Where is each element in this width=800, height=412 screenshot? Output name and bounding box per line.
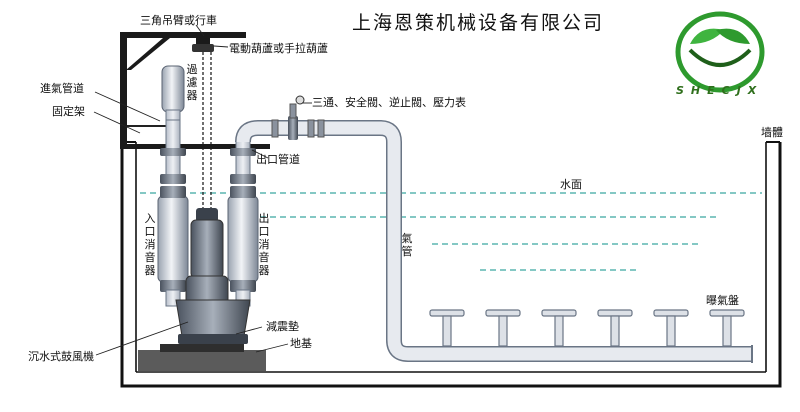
label-aeration-disc: 曝氣盤	[706, 294, 739, 307]
aeration-discs	[429, 309, 745, 347]
label-wall: 墙體	[761, 126, 783, 139]
label-filter: 過濾器	[186, 63, 198, 102]
label-foundation: 地基	[290, 337, 312, 350]
inlet-silencer	[157, 186, 189, 307]
chain	[202, 52, 212, 208]
foundation	[138, 344, 266, 371]
leader-lines	[93, 24, 312, 356]
company-name: 上海恩策机械设备有限公司	[352, 12, 605, 34]
label-inlet-silencer: 入口消音器	[144, 212, 156, 277]
label-damping-pad: 減震墊	[266, 320, 299, 333]
label-outlet-silencer: 出口消音器	[258, 212, 270, 277]
label-fixed-frame: 固定架	[52, 105, 85, 118]
tank	[120, 141, 782, 388]
intake-pipe	[160, 119, 186, 184]
air-pipe	[235, 120, 753, 363]
label-blower: 沉水式鼓風機	[28, 350, 94, 363]
outlet-silencer	[227, 186, 259, 307]
crane	[120, 32, 246, 144]
brand-text: SHECJX	[676, 84, 764, 97]
label-water-surface: 水面	[560, 178, 582, 191]
label-outlet-pipe: 出口管道	[256, 153, 300, 166]
label-intake-pipe: 進氣管道	[40, 82, 84, 95]
valves	[271, 95, 325, 140]
filter	[161, 65, 185, 125]
label-air-pipe: 氣管	[401, 232, 413, 258]
outlet-pipe-vertical	[230, 139, 256, 184]
logo-emblem	[675, 11, 765, 93]
blower	[175, 208, 251, 344]
label-crane: 三角吊臂或行車	[140, 14, 217, 27]
label-hoist: 電動葫蘆或手拉葫蘆	[229, 42, 328, 55]
label-valves: 三通、安全閥、逆止閥、壓力表	[312, 96, 466, 109]
